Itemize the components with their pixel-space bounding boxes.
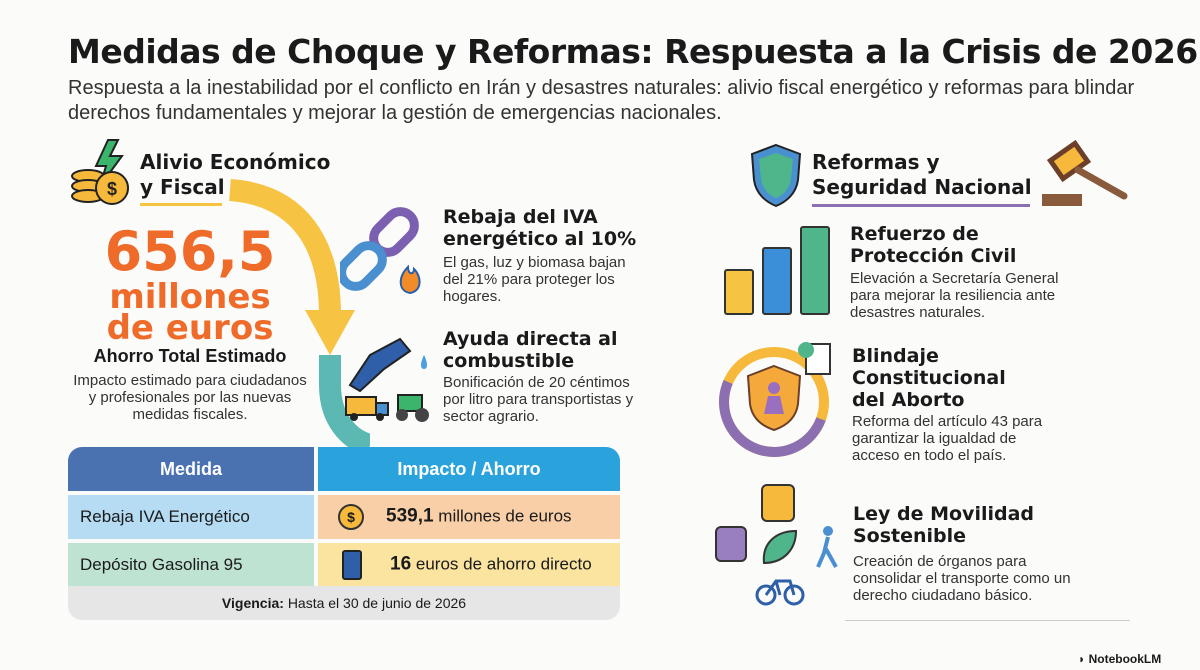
- table-row: Depósito Gasolina 95 16 euros de ahorro …: [68, 543, 620, 587]
- table-row: Rebaja IVA Energético $539,1 millones de…: [68, 495, 620, 539]
- fuel-nozzle-truck-tractor-icon: [345, 337, 429, 422]
- page-subtitle: Respuesta a la inestabilidad por el conf…: [68, 77, 1135, 124]
- gavel-icon: [1042, 140, 1128, 206]
- page-title: Medidas de Choque y Reformas: Respuesta …: [68, 32, 1198, 71]
- section-title-reformas: Reformas y Seguridad Nacional: [812, 150, 1032, 200]
- broken-chain-flame-icon: [340, 207, 421, 295]
- shield-woman-document-icon: [719, 342, 831, 457]
- table-header-impacto: Impacto / Ahorro: [318, 447, 620, 491]
- table-footer-vigencia: Vigencia: Hasta el 30 de junio de 2026: [68, 586, 620, 620]
- section-underline: [140, 203, 222, 206]
- item-title-combustible: Ayuda directa al combustible: [443, 328, 618, 372]
- svg-text:$: $: [107, 179, 117, 199]
- coins-lightning-icon: $: [71, 139, 129, 205]
- total-savings-desc: Impacto estimado para ciudadanos y profe…: [73, 372, 307, 423]
- total-savings-number: 656,5: [104, 220, 276, 283]
- vigencia-text: Hasta el 30 de junio de 2026: [287, 595, 467, 611]
- item-desc-aborto: Reforma del artículo 43 para garantizar …: [852, 413, 1043, 464]
- total-savings-unit: de euros: [106, 308, 274, 348]
- fuel-pump-icon: [342, 550, 362, 580]
- item-desc-proteccion: Elevación a Secretaría General para mejo…: [850, 270, 1059, 321]
- item-title-movilidad: Ley de Movilidad Sostenible: [853, 503, 1035, 547]
- total-savings-label: Ahorro Total Estimado: [93, 346, 287, 366]
- item-desc-iva: El gas, luz y biomasa bajan del 21% para…: [443, 254, 626, 305]
- train-icon: [715, 526, 747, 562]
- section-title-line: y Fiscal: [140, 175, 225, 199]
- table-cell-medida: Depósito Gasolina 95: [68, 543, 314, 587]
- section-title-alivio: Alivio Económico y Fiscal: [140, 150, 330, 200]
- impact-unit: millones de euros: [438, 506, 572, 526]
- flow-arrow-icon: [228, 179, 370, 455]
- impact-value: 16: [390, 553, 412, 575]
- bus-icon: [761, 484, 795, 522]
- item-title-proteccion: Refuerzo de Protección Civil: [850, 223, 1017, 267]
- item-desc-combustible: Bonificación de 20 céntimos por litro pa…: [443, 374, 634, 425]
- item-desc-movilidad: Creación de órganos para consolidar el t…: [853, 553, 1071, 604]
- impact-unit: euros de ahorro directo: [415, 554, 592, 574]
- section-title-line: Seguridad Nacional: [812, 175, 1032, 199]
- section-title-line: Reformas y: [812, 150, 940, 174]
- brand-label: NotebookLM: [1088, 652, 1162, 666]
- divider: [845, 620, 1130, 621]
- impact-value: 539,1: [386, 505, 434, 527]
- table-header-medida: Medida: [68, 447, 314, 491]
- table-cell-medida: Rebaja IVA Energético: [68, 495, 314, 539]
- item-title-iva: Rebaja del IVA energético al 10%: [443, 206, 637, 250]
- leaf-icon: [762, 529, 798, 565]
- vigencia-label: Vigencia:: [221, 595, 284, 611]
- table-cell-impacto: 16 euros de ahorro directo: [318, 543, 620, 587]
- pedestrian-icon: [823, 526, 833, 536]
- table-cell-impacto: $539,1 millones de euros: [318, 495, 620, 539]
- item-title-aborto: Blindaje Constitucional del Aborto: [852, 345, 1006, 411]
- measures-table: Medida Impacto / Ahorro Rebaja IVA Energ…: [64, 443, 624, 591]
- bar-chart-icon: [724, 226, 830, 315]
- section-underline: [812, 204, 1030, 207]
- mobility-icons: [715, 484, 838, 606]
- notebooklm-brand: ◗ NotebookLM: [1078, 652, 1162, 666]
- total-savings-unit: millones: [109, 277, 271, 317]
- shield-icon: [750, 143, 802, 208]
- bicycle-icon: [755, 579, 805, 606]
- coins-icon: $: [338, 504, 364, 530]
- section-title-line: Alivio Económico: [140, 150, 331, 174]
